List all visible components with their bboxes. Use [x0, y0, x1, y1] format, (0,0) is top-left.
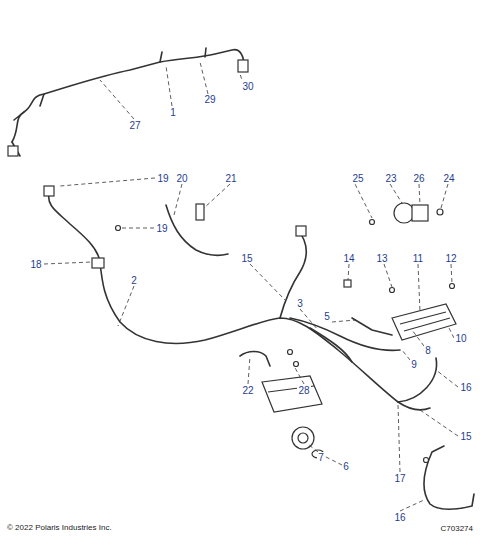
callout-number: 14 — [342, 253, 355, 264]
callout-number: 15 — [459, 431, 472, 442]
callout-number: 10 — [454, 333, 467, 344]
callout-number: 2 — [130, 275, 138, 286]
callout-number: 23 — [384, 173, 397, 184]
callout-number: 24 — [442, 173, 455, 184]
callout-number: 15 — [240, 253, 253, 264]
callout-number: 8 — [424, 345, 432, 356]
callout-number: 12 — [444, 253, 457, 264]
callout-number: 11 — [412, 253, 424, 264]
callout-number: 21 — [224, 173, 237, 184]
callout-number: 16 — [393, 512, 406, 523]
callout-number: 25 — [351, 173, 364, 184]
callout-number: 3 — [296, 298, 304, 309]
callout-number: 16 — [459, 382, 472, 393]
callout-number: 22 — [241, 385, 254, 396]
callout-number: 18 — [29, 259, 42, 270]
callout-number: 26 — [412, 173, 425, 184]
callout-number: 1 — [169, 107, 177, 118]
callout-number: 6 — [342, 461, 350, 472]
callout-number: 9 — [410, 359, 418, 370]
callout-number: 17 — [393, 473, 406, 484]
callout-number: 19 — [156, 173, 169, 184]
drawing-note: C703274 — [440, 524, 474, 533]
callout-number: 20 — [175, 173, 188, 184]
callout-number: 19 — [155, 223, 168, 234]
callout-number: 29 — [203, 94, 216, 105]
callout-number: 13 — [375, 253, 388, 264]
callout-number: 7 — [317, 452, 325, 463]
callout-number: 30 — [241, 81, 254, 92]
callout-number: 28 — [297, 385, 310, 396]
callout-number: 27 — [128, 120, 141, 131]
drawing-note: © 2022 Polaris Industries Inc. — [6, 523, 113, 532]
callout-number: 5 — [323, 311, 331, 322]
